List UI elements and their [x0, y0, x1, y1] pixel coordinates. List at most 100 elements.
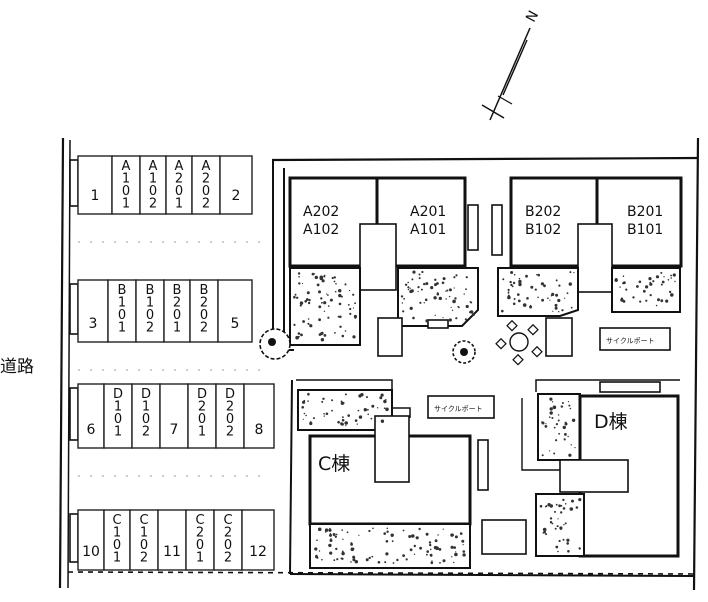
planting-dot: [431, 560, 433, 562]
planting-dot: [302, 418, 304, 420]
planting-dot: [542, 527, 547, 532]
planting-dot: [329, 533, 332, 537]
planting-dot: [321, 279, 325, 283]
planting-dot: [649, 294, 652, 297]
planting-dot: [567, 550, 570, 553]
planting-dot: [379, 396, 383, 400]
planting-dot: [660, 283, 663, 286]
planting-dot: [413, 553, 416, 555]
planting-dot: [670, 274, 672, 277]
planting-dot: [344, 283, 347, 286]
planting-dot: [418, 527, 421, 531]
planting-dot: [421, 270, 424, 274]
planting-dot: [436, 292, 440, 296]
planting-dot: [385, 540, 389, 543]
parking-stall: [77, 509, 105, 571]
planting-dot: [419, 301, 422, 304]
building-b: B202 B102 B201 B101 サイクルポート: [491, 176, 683, 357]
planting-dot: [566, 292, 569, 295]
planting-dot: [307, 322, 310, 325]
parking-stall: [77, 383, 105, 449]
planting-dot: [347, 414, 351, 417]
cycle-port-c: [427, 395, 495, 419]
planting-dot: [329, 551, 333, 555]
planting-dot: [354, 560, 358, 564]
planting-dot: [562, 507, 566, 510]
planting-dot: [509, 280, 512, 284]
planting-dot: [540, 282, 545, 286]
planting-dot: [341, 529, 344, 531]
planting-dot: [446, 289, 449, 292]
parking-stall: [185, 509, 215, 571]
planting-dot: [372, 527, 374, 530]
parking-stall: [217, 279, 253, 343]
planting-dot: [401, 302, 403, 304]
planting-dot: [451, 309, 454, 311]
planting-dot: [303, 412, 306, 415]
parking-stall-number: 12: [249, 544, 267, 560]
planting-dot: [371, 555, 374, 558]
meter-c: [477, 439, 489, 491]
planting-dot: [391, 540, 394, 543]
planting-dot: [507, 291, 510, 294]
planting-dot: [320, 297, 323, 300]
planting-dot: [672, 273, 676, 277]
meter-d: [599, 381, 661, 393]
planting-dot: [352, 335, 356, 339]
garden-d-south: [535, 493, 585, 557]
planting-dot: [670, 277, 672, 279]
planting-dot: [462, 550, 466, 553]
planting-dot: [649, 281, 651, 284]
planting-dot: [426, 553, 428, 556]
planting-dot: [402, 554, 405, 557]
planting-dot: [321, 301, 323, 304]
planting-dot: [465, 304, 469, 309]
planting-dot: [349, 312, 352, 315]
planting-dot: [642, 289, 646, 293]
site-boundary-right: [692, 137, 700, 591]
planting-dot: [463, 293, 465, 295]
parking-meter-strip: [69, 159, 79, 207]
planting-dot: [307, 301, 311, 305]
planting-dot: [301, 406, 305, 409]
planting-dot: [518, 279, 522, 284]
planting-dot: [305, 414, 307, 417]
planting-dot: [316, 556, 319, 559]
planting-dot: [561, 402, 564, 404]
planting-dot: [649, 282, 653, 286]
planting-dot: [445, 290, 447, 292]
planting-dot: [354, 317, 357, 319]
planting-dot: [652, 280, 655, 283]
planting-dot: [347, 304, 350, 306]
planting-dot: [412, 316, 415, 320]
garden-a-left: [289, 267, 361, 346]
site-boundary-left: [58, 137, 65, 589]
planting-dot: [408, 535, 412, 538]
building-a: A202 A102 A201 A101: [283, 168, 479, 357]
planting-dot: [674, 280, 676, 283]
cycle-port-c-label: サイクルポート: [434, 405, 483, 413]
planting-dot: [426, 550, 430, 553]
planting-dot: [530, 285, 534, 289]
planting-dot: [512, 281, 516, 285]
planting-dot: [555, 423, 559, 426]
north-label: N: [523, 8, 542, 25]
planting-dot: [555, 439, 558, 442]
planting-dot: [564, 421, 567, 424]
planting-dot: [512, 302, 516, 306]
site-boundary-bottom-right: [289, 573, 695, 577]
planting-dot: [402, 310, 405, 313]
planting-dot: [298, 282, 301, 285]
cycle-port-b: [599, 327, 671, 351]
planting-dot: [668, 290, 672, 294]
planting-dot: [555, 293, 559, 297]
planting-dot: [425, 319, 429, 323]
unit-a102: A102: [303, 222, 339, 238]
planting-dot: [327, 294, 329, 296]
planting-dot: [323, 310, 326, 312]
